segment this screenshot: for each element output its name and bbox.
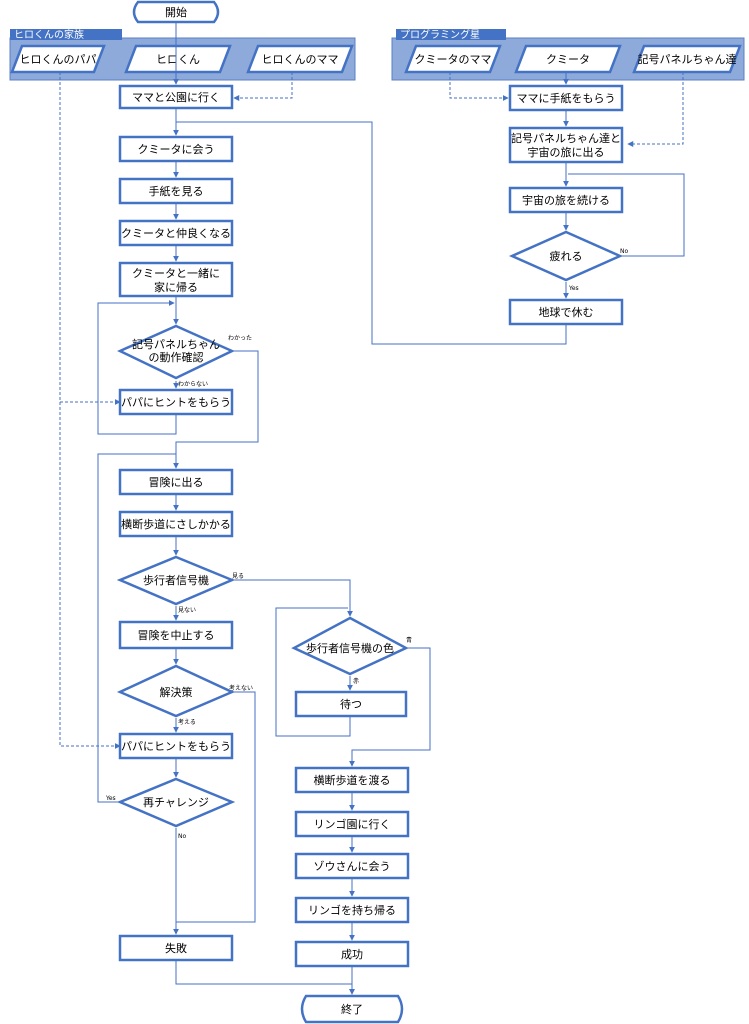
node-meet-elephant: ゾウさんに会う	[294, 852, 410, 880]
label-not-look: 見ない	[178, 607, 196, 614]
svg-text:クミータに会う: クミータに会う	[138, 143, 215, 156]
svg-text:家に帰る: 家に帰る	[154, 280, 198, 294]
svg-text:記号パネルちゃん達: 記号パネルちゃん達	[638, 52, 737, 66]
node-check-panel: 記号パネルちゃん の動作確認	[117, 324, 235, 380]
label-yes-retry: Yes	[105, 795, 116, 802]
svg-text:ヒロくんのママ: ヒロくんのママ	[262, 53, 339, 66]
node-go-park: ママと公園に行く	[118, 84, 234, 110]
node-tired: 疲れる	[508, 230, 624, 282]
svg-text:開始: 開始	[165, 5, 187, 19]
node-continue: 宇宙の旅を続ける	[508, 186, 624, 214]
node-crosswalk: 横断歩道にさしかかる	[118, 510, 234, 538]
svg-text:記号パネルちゃん: 記号パネルちゃん	[132, 337, 220, 351]
label-understood: わかった	[228, 335, 252, 342]
svg-text:横断歩道を渡る: 横断歩道を渡る	[314, 773, 391, 787]
node-success: 成功	[294, 940, 410, 968]
node-hint-2: パパにヒントをもらう	[118, 732, 234, 760]
node-rest: 地球で休む	[508, 298, 624, 326]
node-apple-garden: リンゴ園に行く	[294, 810, 410, 838]
svg-text:クミータ: クミータ	[546, 53, 590, 66]
node-cross: 横断歩道を渡る	[294, 766, 410, 794]
node-adventure: 冒険に出る	[118, 468, 234, 496]
svg-text:終了: 終了	[341, 1002, 363, 1016]
actor-hiro: ヒロくん	[124, 44, 232, 74]
svg-text:成功: 成功	[341, 948, 363, 961]
svg-text:解決策: 解決策	[160, 685, 193, 699]
label-no-tired: No	[620, 248, 628, 255]
svg-text:歩行者信号機の色: 歩行者信号機の色	[306, 641, 394, 655]
svg-text:宇宙の旅に出る: 宇宙の旅に出る	[528, 145, 605, 159]
node-see-letter: 手紙を見る	[118, 177, 234, 205]
svg-text:クミータと仲良くなる: クミータと仲良くなる	[121, 226, 231, 240]
node-hint-1: パパにヒントをもらう	[118, 388, 234, 416]
node-go-home: クミータと一緒に 家に帰る	[118, 261, 234, 298]
svg-text:待つ: 待つ	[340, 697, 362, 711]
lane-planet-title: プログラミング星	[400, 28, 480, 41]
label-yes-tired: Yes	[568, 285, 579, 292]
node-meet-kumita: クミータに会う	[118, 135, 234, 163]
svg-text:冒険を中止する: 冒険を中止する	[138, 629, 215, 642]
label-think: 考える	[178, 718, 196, 726]
svg-text:の動作確認: の動作確認	[149, 350, 204, 364]
svg-text:ママと公園に行く: ママと公園に行く	[132, 91, 220, 104]
actor-mama: ヒロくんのママ	[246, 44, 354, 74]
actor-kumita: クミータ	[514, 44, 622, 74]
svg-text:宇宙の旅を続ける: 宇宙の旅を続ける	[522, 193, 610, 207]
svg-text:冒険に出る: 冒険に出る	[149, 475, 204, 489]
label-look: 見る	[232, 573, 244, 580]
node-signal-color: 歩行者信号機の色	[291, 616, 409, 676]
node-start: 開始	[132, 0, 220, 24]
node-get-letter: ママに手紙をもらう	[508, 84, 624, 112]
label-no-retry: No	[178, 833, 186, 840]
svg-text:ゾウさんに会う: ゾウさんに会う	[314, 860, 391, 873]
svg-text:再チャレンジ: 再チャレンジ	[143, 796, 209, 809]
svg-text:ヒロくんのパパ: ヒロくんのパパ	[20, 53, 97, 66]
node-leave-space: 記号パネルちゃん達と 宇宙の旅に出る	[508, 126, 624, 164]
node-stop-adventure: 冒険を中止する	[118, 620, 234, 650]
svg-text:パパにヒントをもらう: パパにヒントをもらう	[121, 396, 231, 409]
label-red: 赤	[353, 678, 359, 685]
svg-text:リンゴを持ち帰る: リンゴを持ち帰る	[308, 903, 396, 917]
label-not-think: 考えない	[229, 684, 253, 692]
node-bring-apple: リンゴを持ち帰る	[294, 896, 410, 924]
svg-text:記号パネルちゃん達と: 記号パネルちゃん達と	[511, 131, 621, 145]
connectors	[59, 22, 685, 995]
node-end: 終了	[300, 994, 404, 1024]
node-become-friends: クミータと仲良くなる	[118, 219, 234, 247]
svg-text:リンゴ園に行く: リンゴ園に行く	[314, 817, 391, 831]
svg-text:横断歩道にさしかかる: 横断歩道にさしかかる	[121, 517, 231, 531]
actor-papa: ヒロくんのパパ	[10, 44, 106, 74]
svg-text:失敗: 失敗	[165, 941, 187, 955]
node-fail: 失敗	[118, 934, 234, 962]
svg-text:パパにヒントをもらう: パパにヒントをもらう	[121, 740, 231, 753]
svg-text:地球で休む: 地球で休む	[539, 305, 594, 319]
svg-text:手紙を見る: 手紙を見る	[149, 184, 204, 198]
svg-text:歩行者信号機: 歩行者信号機	[143, 573, 209, 587]
node-wait: 待つ	[294, 690, 408, 718]
svg-text:疲れる: 疲れる	[550, 249, 583, 263]
svg-text:クミータのママ: クミータのママ	[415, 53, 492, 66]
actor-kumita-mama: クミータのママ	[404, 44, 502, 74]
node-signal: 歩行者信号機	[116, 555, 236, 606]
actor-panel: 記号パネルちゃん達	[632, 44, 742, 74]
node-solution: 解決策	[116, 664, 236, 718]
label-not-understood: わからない	[178, 381, 208, 388]
svg-text:クミータと一緒に: クミータと一緒に	[132, 266, 220, 280]
svg-text:ママに手紙をもらう: ママに手紙をもらう	[517, 91, 616, 105]
label-blue: 青	[406, 636, 412, 644]
svg-text:ヒロくん: ヒロくん	[156, 53, 200, 66]
node-retry: 再チャレンジ	[116, 777, 236, 828]
lane-family-title: ヒロくんの家族	[14, 28, 84, 41]
